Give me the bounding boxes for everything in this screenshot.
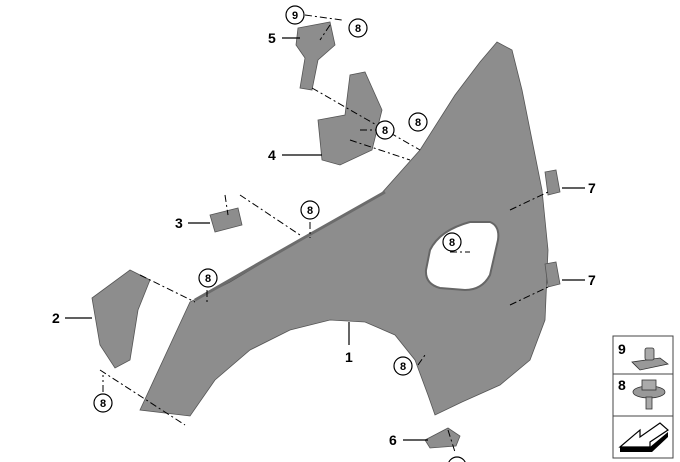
part-label-2: 2 xyxy=(52,310,60,326)
legend-9-label: 9 xyxy=(618,341,626,357)
bracket-3[interactable] xyxy=(209,207,243,233)
callout-8: 8 xyxy=(355,23,361,35)
legend-8-label: 8 xyxy=(618,377,626,393)
direction-arrow-icon xyxy=(618,422,669,452)
bracket-4[interactable] xyxy=(317,71,383,166)
callout-8: 8 xyxy=(415,117,421,129)
assembly-lines xyxy=(99,14,549,453)
part-label-6: 6 xyxy=(389,432,397,448)
bracket-5[interactable] xyxy=(295,21,336,91)
callout-8: 8 xyxy=(449,237,455,249)
callout-8: 8 xyxy=(382,125,388,137)
hex-bolt-icon xyxy=(632,379,666,410)
fender-part[interactable] xyxy=(139,41,549,417)
part-label-4: 4 xyxy=(268,147,276,163)
part-label-5: 5 xyxy=(268,30,276,46)
clip-7a[interactable] xyxy=(544,169,561,196)
legend: 9 8 xyxy=(612,335,674,459)
bracket-6[interactable] xyxy=(424,427,461,449)
callout-8: 8 xyxy=(205,273,211,285)
part-label-1: 1 xyxy=(345,349,353,365)
callout-8: 8 xyxy=(400,361,406,373)
part-label-3: 3 xyxy=(175,215,183,231)
clip-7b[interactable] xyxy=(544,261,561,288)
clip-nut-icon xyxy=(631,347,669,371)
part-label-7a: 7 xyxy=(588,180,596,196)
callout-circles xyxy=(93,5,466,462)
callout-9: 9 xyxy=(292,10,298,22)
leader-lines xyxy=(65,37,585,441)
callout-8: 8 xyxy=(100,398,106,410)
bracket-2[interactable] xyxy=(91,269,151,369)
callout-8: 8 xyxy=(307,205,313,217)
part-label-7b: 7 xyxy=(588,272,596,288)
